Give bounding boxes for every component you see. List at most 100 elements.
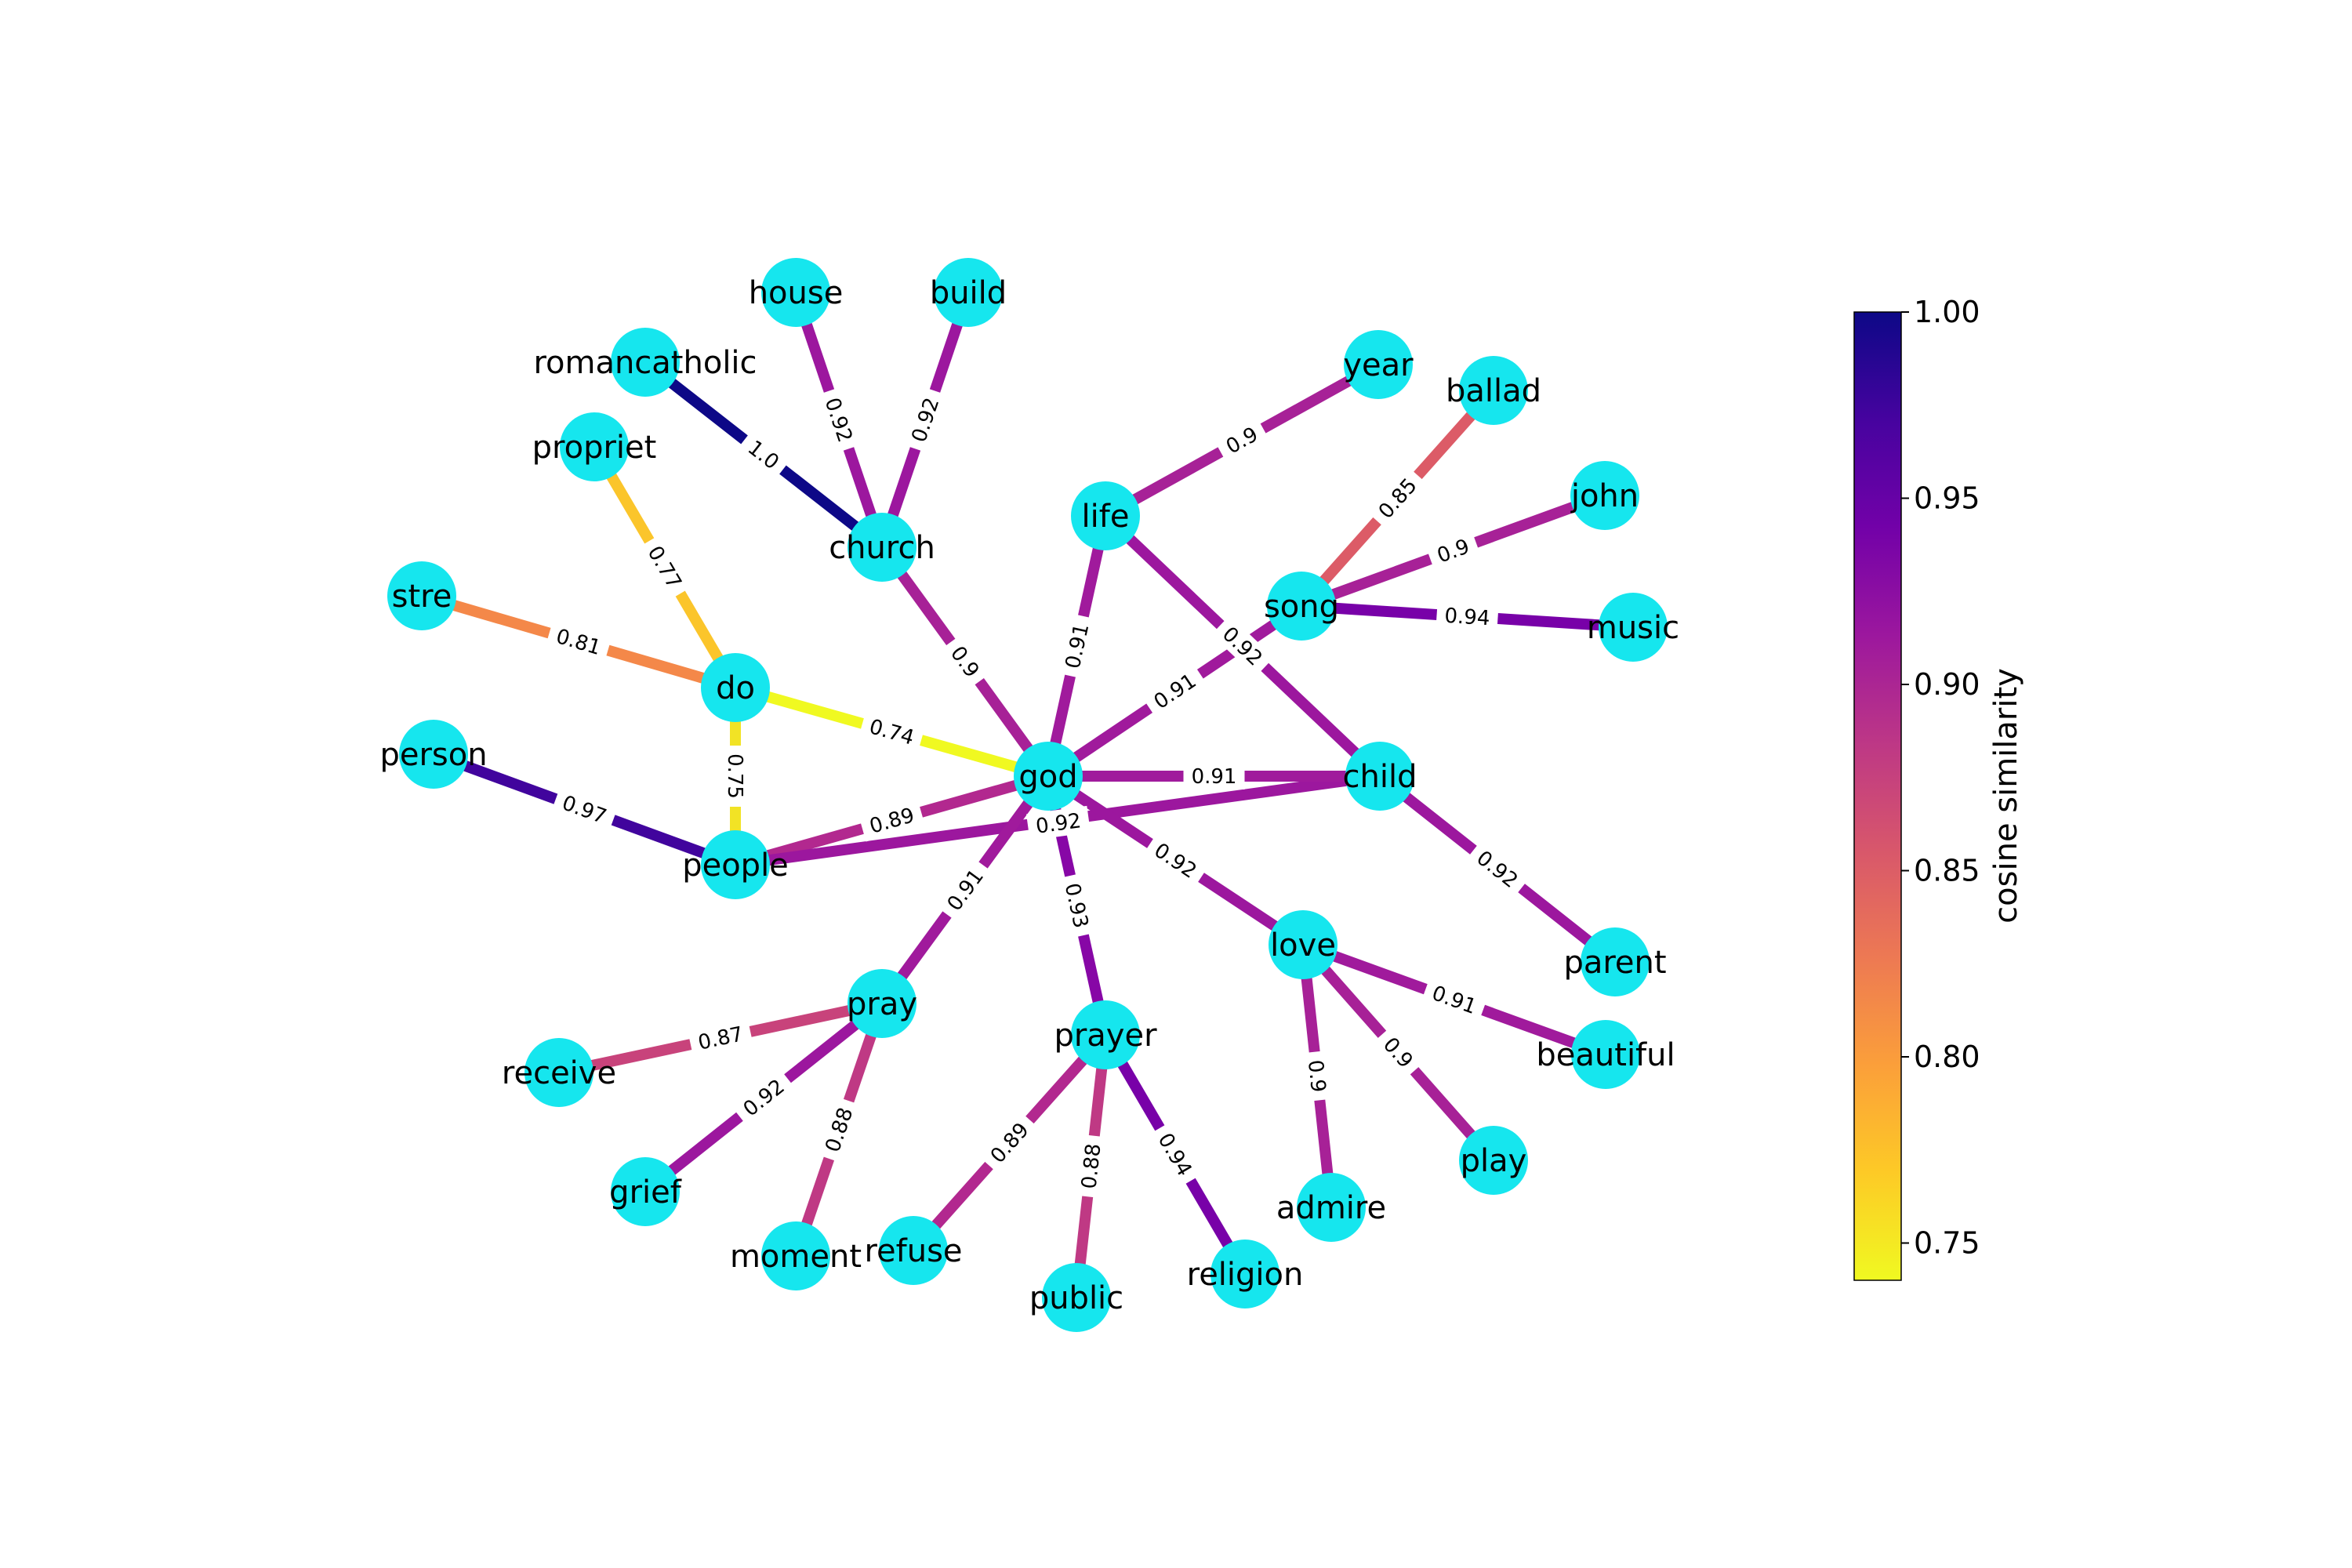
colorbar-ticks: 1.000.950.900.850.800.75 <box>1901 295 1980 1261</box>
node-label-ballad: ballad <box>1446 373 1541 409</box>
edge-label-house-church: 0.92 <box>816 387 862 453</box>
node-year: year <box>1343 330 1414 399</box>
node-circle-people <box>701 830 770 899</box>
edge-label-god-pray: 0.91 <box>936 857 994 923</box>
edge-label-pray-grief: 0.92 <box>731 1068 797 1127</box>
node-label-prayer: prayer <box>1054 1018 1157 1054</box>
node-circle-parent <box>1581 927 1650 996</box>
node-circle-god <box>1014 742 1083 811</box>
node-circle-do <box>701 653 770 722</box>
edge-label-life-god: 0.91 <box>1057 613 1097 679</box>
node-label-god: god <box>1018 759 1077 795</box>
node-circle-receive <box>524 1038 593 1107</box>
svg-text:0.91: 0.91 <box>1192 765 1237 789</box>
edge-label-stre-do: 0.81 <box>545 620 612 663</box>
node-moment: moment <box>730 1221 862 1290</box>
node-label-house: house <box>749 275 844 311</box>
node-pray: pray <box>847 969 917 1038</box>
edge-label-build-church: 0.92 <box>902 387 948 453</box>
node-label-build: build <box>930 275 1007 311</box>
colorbar-gradient <box>1853 311 1902 1281</box>
node-label-parent: parent <box>1563 945 1666 981</box>
node-label-year: year <box>1343 347 1414 383</box>
edge-label-do-god: 0.74 <box>858 710 925 753</box>
node-song: song <box>1264 572 1339 641</box>
node-label-child: child <box>1343 759 1417 795</box>
edge-label-people-child: 0.92 <box>1026 805 1091 841</box>
node-receive: receive <box>502 1038 616 1107</box>
node-propriet: propriet <box>532 412 656 481</box>
edge-label-god-child: 0.91 <box>1183 763 1245 789</box>
node-circle-religion <box>1210 1240 1279 1308</box>
edge-label-pray-moment: 0.88 <box>816 1096 862 1163</box>
node-label-music: music <box>1587 610 1679 646</box>
node-circle-beautiful <box>1571 1020 1640 1089</box>
edge-label-god-prayer: 0.93 <box>1057 873 1097 938</box>
node-circle-song <box>1267 572 1336 641</box>
node-label-stre: stre <box>392 579 452 615</box>
colorbar-title: cosine similarity <box>1988 668 2024 924</box>
edge-label-god-love: 0.92 <box>1142 832 1209 889</box>
edge-label-do-people: 0.75 <box>722 746 749 807</box>
node-circle-love <box>1269 910 1338 979</box>
colorbar-tick-label: 0.85 <box>1914 854 1980 888</box>
node-circle-stre <box>387 561 456 630</box>
colorbar-tick-label: 0.95 <box>1914 481 1980 516</box>
edge-label-prayer-public: 0.88 <box>1074 1134 1108 1199</box>
node-label-do: do <box>716 670 755 706</box>
colorbar-tick-label: 0.80 <box>1914 1040 1980 1074</box>
node-label-church: church <box>829 530 935 566</box>
node-label-receive: receive <box>502 1055 616 1091</box>
edge-label-child-parent: 0.92 <box>1465 839 1530 899</box>
edge-label-song-god: 0.91 <box>1142 662 1208 720</box>
edge-label-person-people: 0.97 <box>551 786 618 833</box>
node-circle-play <box>1459 1126 1528 1195</box>
edge-label-love-admire: 0.9 <box>1301 1050 1334 1102</box>
node-circle-year <box>1344 330 1413 399</box>
node-church: church <box>829 513 935 582</box>
node-label-person: person <box>379 737 487 773</box>
colorbar-tick-label: 1.00 <box>1914 295 1980 329</box>
node-religion: religion <box>1187 1240 1303 1308</box>
svg-text:0.88: 0.88 <box>1077 1142 1105 1190</box>
edge-label-john-song: 0.9 <box>1425 529 1481 572</box>
node-people: people <box>682 830 789 899</box>
svg-text:0.91: 0.91 <box>1062 622 1094 671</box>
node-circle-romancatholic <box>611 328 680 397</box>
node-circle-child <box>1345 742 1414 811</box>
node-circle-moment <box>761 1221 830 1290</box>
node-circle-public <box>1042 1263 1111 1332</box>
node-prayer: prayer <box>1054 1000 1157 1069</box>
node-circle-admire <box>1297 1173 1366 1242</box>
node-john: john <box>1570 461 1639 530</box>
edge-label-prayer-religion: 0.94 <box>1148 1121 1203 1188</box>
node-label-pray: pray <box>847 986 917 1022</box>
node-house: house <box>749 258 844 327</box>
node-label-public: public <box>1029 1280 1123 1316</box>
colorbar-tick-label: 0.75 <box>1914 1226 1980 1261</box>
node-circle-house <box>761 258 830 327</box>
node-circle-music <box>1599 593 1668 662</box>
node-romancatholic: romancatholic <box>533 328 757 397</box>
node-circle-life <box>1071 481 1140 550</box>
node-label-beautiful: beautiful <box>1536 1037 1675 1073</box>
node-circle-person <box>399 720 468 789</box>
node-label-romancatholic: romancatholic <box>533 345 757 381</box>
node-circle-build <box>934 258 1003 327</box>
node-music: music <box>1587 593 1679 662</box>
node-circle-pray <box>848 969 916 1038</box>
node-label-love: love <box>1270 927 1336 964</box>
nodes-layer: god church house build romancatholic propriet… <box>379 258 1679 1332</box>
node-label-refuse: refuse <box>864 1233 962 1269</box>
edge-label-propriet-do: 0.77 <box>637 534 692 601</box>
node-beautiful: beautiful <box>1536 1020 1675 1089</box>
node-label-admire: admire <box>1276 1190 1386 1226</box>
node-circle-propriet <box>560 412 629 481</box>
node-stre: stre <box>387 561 456 630</box>
node-build: build <box>930 258 1007 327</box>
node-admire: admire <box>1276 1173 1386 1242</box>
edge-label-love-beautiful: 0.91 <box>1421 976 1488 1023</box>
edge-label-pray-receive: 0.87 <box>688 1018 753 1058</box>
node-grief: grief <box>609 1157 682 1226</box>
